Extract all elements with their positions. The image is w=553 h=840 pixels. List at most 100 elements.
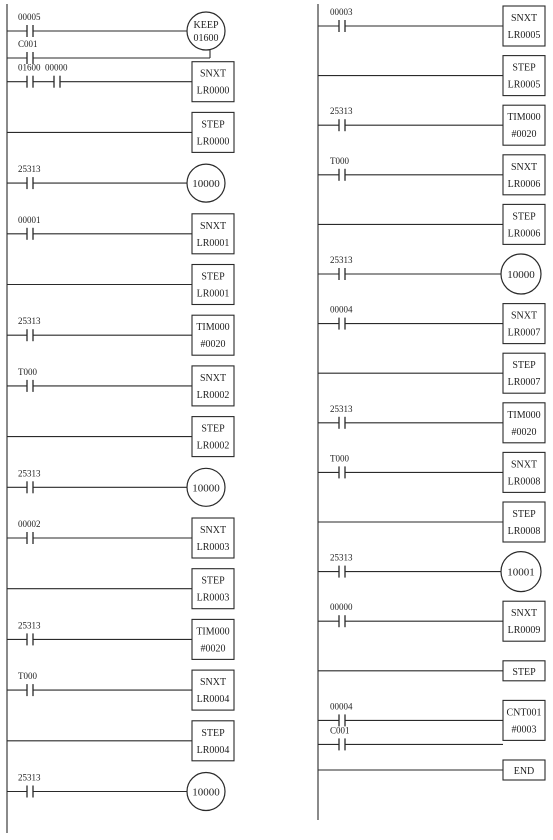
right-rung-6-coil-label: 10000 xyxy=(507,269,535,281)
left-rung-4-contact-gap-1 xyxy=(27,181,33,186)
left-rung-12-instruction-label-1: STEP xyxy=(201,576,225,587)
left-rung-12-instruction-label-2: LR0003 xyxy=(197,593,230,604)
left-rung-11-instruction-box xyxy=(191,517,235,559)
right-rung-4-instruction-label-2: LR0006 xyxy=(508,179,541,190)
left-rung-14-instruction-label-1: SNXT xyxy=(200,677,226,688)
left-rung-6-instruction-label-1: STEP xyxy=(201,272,225,283)
left-rung-14-contact-1-label: T000 xyxy=(18,671,37,681)
left-rung-11-contact-gap-1 xyxy=(27,536,33,540)
right-rung-9-contact-gap-1 xyxy=(339,420,345,425)
right-rung-15-instruction-label-1: CNT001 xyxy=(507,707,542,718)
right-rung-7-instruction-label-1: SNXT xyxy=(511,311,537,322)
right-rung-10-instruction-label-1: SNXT xyxy=(511,459,537,470)
left-rung-2-contact-2-label: 00000 xyxy=(45,63,68,73)
left-rung-8-contact-gap-1 xyxy=(27,383,33,388)
right-rung-11-instruction-box xyxy=(502,501,546,543)
right-rung-7-instruction-box xyxy=(502,303,546,345)
left-rung-4-coil-label: 10000 xyxy=(192,178,220,190)
left-rung-10-coil-label: 10000 xyxy=(192,482,220,494)
right-rung-3-instruction-label-1: TIM000 xyxy=(507,112,540,123)
left-rung-5-instruction-label-1: SNXT xyxy=(200,221,226,232)
right-rung-4-contact-gap-1 xyxy=(339,172,345,177)
right-rung-3-contact-1-label: 25313 xyxy=(330,106,353,116)
left-rung-10-contact-1-label: 25313 xyxy=(18,468,41,478)
right-rung-5-instruction-label-1: STEP xyxy=(512,211,536,222)
right-rung-4-contact-1-label: T000 xyxy=(330,156,349,166)
right-rung-12-coil-label: 10001 xyxy=(507,567,535,579)
right-rung-12-contact-1-label: 25313 xyxy=(330,553,353,563)
right-rung-4-instruction-box xyxy=(502,154,546,196)
right-rung-13-contact-1-label: 00000 xyxy=(330,602,353,612)
left-rung-3-instruction-box xyxy=(191,111,235,153)
right-rung-9-contact-1-label: 25313 xyxy=(330,404,353,414)
right-rung-15-contact-1-label: 00004 xyxy=(330,701,353,711)
left-rung-4-contact-1-label: 25313 xyxy=(18,164,41,174)
left-rung-5-instruction-box xyxy=(191,213,235,255)
left-rung-7-instruction-label-1: TIM000 xyxy=(196,322,229,333)
right-rung-3-contact-gap-1 xyxy=(339,123,345,128)
right-rung-11-instruction-label-2: LR0008 xyxy=(508,526,541,537)
right-rung-15-contact-gap-1 xyxy=(339,718,345,723)
right-rung-1-contact-gap-1 xyxy=(339,24,345,28)
right-rung-6-coil xyxy=(500,253,542,295)
right-rung-12-coil xyxy=(500,550,542,593)
left-rung-16-contact-1-label: 25313 xyxy=(18,773,41,783)
right-rung-10-instruction-box xyxy=(502,451,546,493)
right-rung-7-contact-1-label: 00004 xyxy=(330,305,353,315)
left-rung-5-contact-1-label: 00001 xyxy=(18,215,41,225)
left-rung-8-instruction-box xyxy=(191,365,235,407)
left-rung-13-instruction-label-2: #0020 xyxy=(201,643,226,654)
left-rung-8-instruction-label-1: SNXT xyxy=(200,373,226,384)
left-rung-2-instruction-label-2: LR0000 xyxy=(197,86,230,97)
left-rung-2-contact-gap-2 xyxy=(54,79,60,84)
right-rung-16-instruction-label: END xyxy=(514,766,535,777)
left-rung-1-coil-label-2: 01600 xyxy=(194,33,219,44)
right-rung-10-contact-1-label: T000 xyxy=(330,453,349,463)
left-rung-15-instruction-box xyxy=(191,720,235,762)
left-rung-5-instruction-label-2: LR0001 xyxy=(197,238,230,249)
right-rung-15-instruction-label-2: #0003 xyxy=(512,724,537,735)
right-rung-3-instruction-box xyxy=(502,104,546,146)
right-rung-8-instruction-label-2: LR0007 xyxy=(508,377,541,388)
right-rung-9-instruction-box xyxy=(502,402,546,444)
left-rung-11-instruction-label-2: LR0003 xyxy=(197,542,230,553)
left-rung-13-contact-1-label: 25313 xyxy=(18,620,41,630)
right-rung-13-instruction-label-1: SNXT xyxy=(511,608,537,619)
left-rung-1-branch-contact-gap xyxy=(27,56,33,60)
right-rung-13-instruction-box xyxy=(502,600,546,642)
left-rung-1-contact-1-label: 00005 xyxy=(18,12,41,22)
left-rung-2-instruction-box xyxy=(191,61,235,103)
right-rung-9-instruction-label-2: #0020 xyxy=(512,427,537,438)
left-rung-3-instruction-label-2: LR0000 xyxy=(197,136,230,147)
right-rung-15-branch-contact-gap xyxy=(339,742,345,747)
left-rung-10-contact-gap-1 xyxy=(27,485,33,490)
right-rung-2-instruction-label-2: LR0005 xyxy=(508,80,541,91)
left-rung-13-contact-gap-1 xyxy=(27,637,33,642)
right-rung-6-contact-1-label: 25313 xyxy=(330,255,353,265)
left-rung-6-instruction-label-2: LR0001 xyxy=(197,289,230,300)
left-rung-1-branch-contact-label: C001 xyxy=(18,39,38,49)
left-rung-16-coil xyxy=(186,771,226,812)
left-rung-1-coil xyxy=(186,11,226,51)
left-rung-6-instruction-box xyxy=(191,263,235,306)
right-rung-14-instruction-label: STEP xyxy=(512,667,536,678)
right-rung-8-instruction-label-1: STEP xyxy=(512,360,536,371)
left-rung-15-instruction-label-1: STEP xyxy=(201,728,225,739)
left-rung-4-coil xyxy=(186,163,226,203)
right-rung-16-instruction-box xyxy=(502,759,546,781)
left-rung-9-instruction-label-2: LR0002 xyxy=(197,441,230,452)
right-rung-13-contact-gap-1 xyxy=(339,619,345,624)
right-rung-9-instruction-label-1: TIM000 xyxy=(507,410,540,421)
left-rung-1-contact-gap-1 xyxy=(27,29,33,33)
right-rung-11-instruction-label-1: STEP xyxy=(512,509,536,520)
right-rung-6-contact-gap-1 xyxy=(339,272,345,276)
left-rung-15-instruction-label-2: LR0004 xyxy=(197,745,230,756)
right-rung-3-instruction-label-2: #0020 xyxy=(512,129,537,140)
left-rung-13-instruction-box xyxy=(191,618,235,660)
right-rung-5-instruction-box xyxy=(502,203,546,245)
left-rung-14-instruction-box xyxy=(191,669,235,711)
right-rung-1-contact-1-label: 00003 xyxy=(330,7,353,17)
left-rung-1-coil-label-1: KEEP xyxy=(194,20,219,31)
